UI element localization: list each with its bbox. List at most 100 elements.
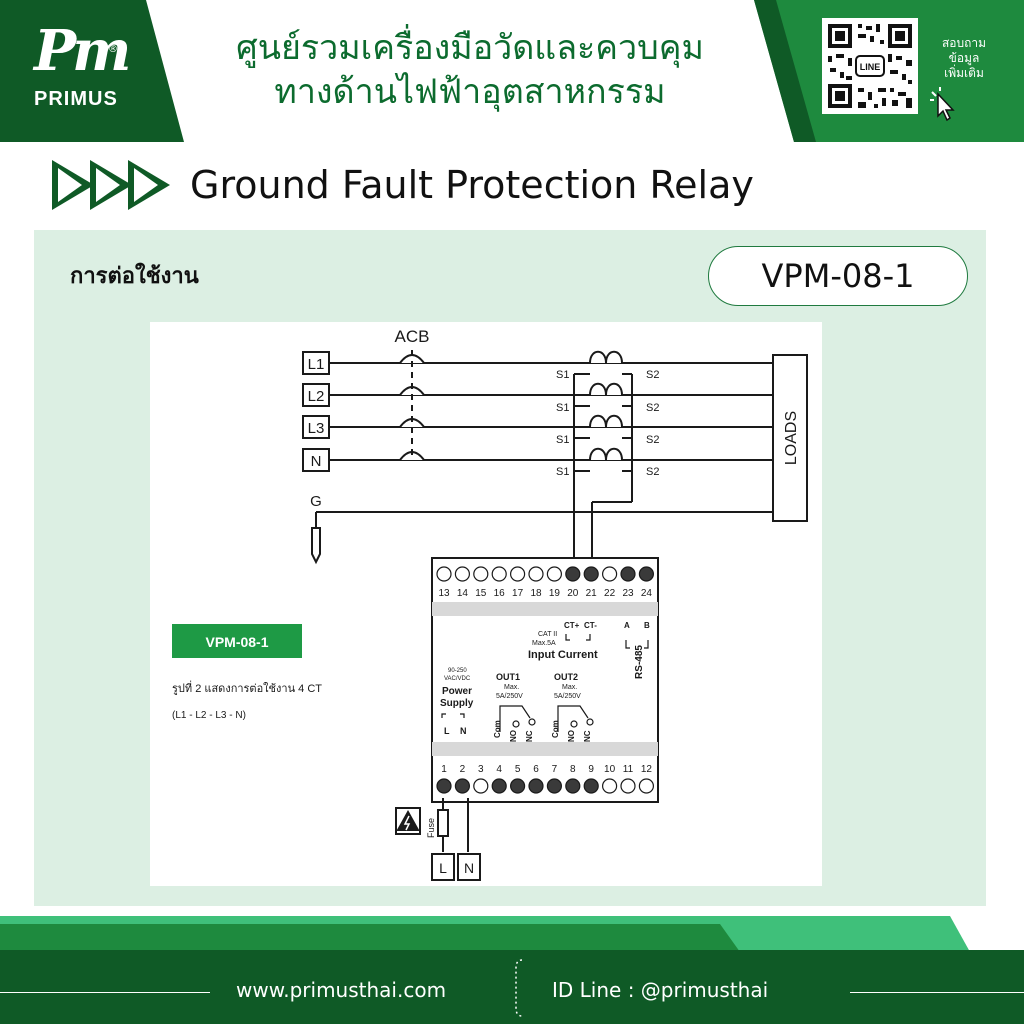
footer-rule-left <box>0 992 210 993</box>
rs485-b-label: B <box>644 621 650 630</box>
out1-nc-label: NC <box>525 730 534 742</box>
triple-arrow-icon <box>52 160 170 210</box>
out2-nc-label: NC <box>583 730 592 742</box>
registered-mark: ® <box>108 44 118 55</box>
qr-line-label: LINE <box>860 62 881 72</box>
bottom-terminal-10 <box>602 778 618 794</box>
top-terminal-number-13: 13 <box>438 588 450 599</box>
out1-label: OUT1 <box>496 672 520 682</box>
bottom-terminal-11 <box>620 778 636 794</box>
cat-label: CAT II <box>538 631 557 638</box>
ct-plus-label: CT+ <box>564 621 580 630</box>
loads-label: LOADS <box>783 411 800 465</box>
max5a-label: Max.5A <box>532 640 556 647</box>
out2-max-label: Max. <box>562 684 577 691</box>
top-terminal-13 <box>436 566 452 582</box>
top-terminal-number-24: 24 <box>641 588 653 599</box>
fuse-label: Fuse <box>426 818 436 838</box>
ps-vac-label: VAC/VDC <box>444 676 471 682</box>
primus-logo-mark: Pm <box>34 18 131 84</box>
phase-label-l2: L2 <box>308 388 325 405</box>
out1-max-label: Max. <box>504 684 519 691</box>
bottom-terminal-8 <box>565 778 581 794</box>
bottom-terminal-2 <box>454 778 470 794</box>
supply-l-label: L <box>439 860 447 876</box>
wiring-diagram: ACB L1 L2 L3 N G S1 S1 S1 S1 S2 S2 S2 S2… <box>150 322 822 886</box>
ps-l-label: L <box>444 726 450 736</box>
supply-n-label: N <box>464 860 474 876</box>
top-terminal-19 <box>546 566 562 582</box>
out1-rating-label: 5A/250V <box>496 693 523 700</box>
top-terminal-number-16: 16 <box>494 588 506 599</box>
bottom-terminal-number-12: 12 <box>641 764 653 775</box>
out2-label: OUT2 <box>554 672 578 682</box>
figure-caption: รูปที่ 2 แสดงการต่อใช้งาน 4 CT <box>172 680 322 695</box>
out2-no-label: NO <box>567 730 576 742</box>
top-terminal-number-18: 18 <box>530 588 542 599</box>
diagram-model-badge-text: VPM-08-1 <box>205 634 268 650</box>
bottom-terminal-12 <box>638 778 654 794</box>
bottom-terminal-number-6: 6 <box>533 764 539 775</box>
usage-heading: การต่อใช้งาน <box>70 264 199 289</box>
top-terminal-circles <box>436 566 654 582</box>
header-title-line1: ศูนย์รวมเครื่องมือวัดและควบคุม <box>236 28 704 68</box>
ps-n-label: N <box>460 726 467 736</box>
ps-range-label: 90-250 <box>448 668 467 674</box>
ground-label: G <box>310 493 322 510</box>
top-terminal-22 <box>602 566 618 582</box>
s2-label-2: S2 <box>646 402 659 414</box>
top-terminal-number-22: 22 <box>604 588 616 599</box>
loads-box <box>772 354 808 522</box>
top-terminal-14 <box>454 566 470 582</box>
s1-label-2: S1 <box>556 402 569 414</box>
bottom-terminal-3 <box>473 778 489 794</box>
s1-label-4: S1 <box>556 466 569 478</box>
line-id-text[interactable]: ID Line : @primusthai <box>552 978 769 1002</box>
top-terminal-number-21: 21 <box>586 588 598 599</box>
phase-label-l3: L3 <box>308 420 325 437</box>
bottom-terminal-9 <box>583 778 599 794</box>
top-terminal-23 <box>620 566 636 582</box>
footer-rule-right <box>850 992 1024 993</box>
footer-divider <box>515 959 523 1017</box>
bottom-terminal-number-11: 11 <box>623 764 634 775</box>
s1-label-1: S1 <box>556 369 569 381</box>
supply-label: Supply <box>440 698 474 709</box>
bottom-terminal-number-10: 10 <box>604 764 616 775</box>
header-title-line2: ทางด้านไฟฟ้าอุตสาหกรรม <box>274 72 666 112</box>
website-link[interactable]: www.primusthai.com <box>236 978 447 1002</box>
top-terminal-20 <box>565 566 581 582</box>
bottom-terminal-number-5: 5 <box>515 764 521 775</box>
bottom-terminal-number-7: 7 <box>552 764 558 775</box>
logo-banner <box>0 0 184 142</box>
bottom-terminal-5 <box>510 778 526 794</box>
phase-label-l1: L1 <box>308 356 325 373</box>
relay-body <box>431 557 659 803</box>
footer-bar <box>0 950 1024 1024</box>
ct-minus-label: CT- <box>584 621 597 630</box>
phase-label-n: N <box>311 453 322 470</box>
top-terminal-17 <box>510 566 526 582</box>
bottom-terminal-1 <box>436 778 452 794</box>
top-terminal-number-15: 15 <box>475 588 487 599</box>
bottom-terminal-4 <box>491 778 507 794</box>
figure-caption-phases: (L1 - L2 - L3 - N) <box>172 710 246 721</box>
s1-label-3: S1 <box>556 434 569 446</box>
top-terminal-16 <box>491 566 507 582</box>
footer-accent <box>0 916 970 952</box>
qr-ask-line2: ข้อมูล <box>948 51 980 65</box>
out1-no-label: NO <box>509 730 518 742</box>
bottom-terminal-number-8: 8 <box>570 764 576 775</box>
power-label: Power <box>442 686 472 697</box>
line-qr-code[interactable]: LINE <box>822 18 918 114</box>
input-current-label: Input Current <box>528 649 598 661</box>
bottom-terminal-number-4: 4 <box>496 764 502 775</box>
rs485-a-label: A <box>624 621 630 630</box>
top-terminal-number-19: 19 <box>549 588 561 599</box>
bottom-terminal-circles <box>436 778 654 794</box>
top-terminal-21 <box>583 566 599 582</box>
bottom-terminal-number-1: 1 <box>441 764 447 775</box>
bottom-terminal-6 <box>528 778 544 794</box>
qr-ask-line1: สอบถาม <box>941 36 987 50</box>
